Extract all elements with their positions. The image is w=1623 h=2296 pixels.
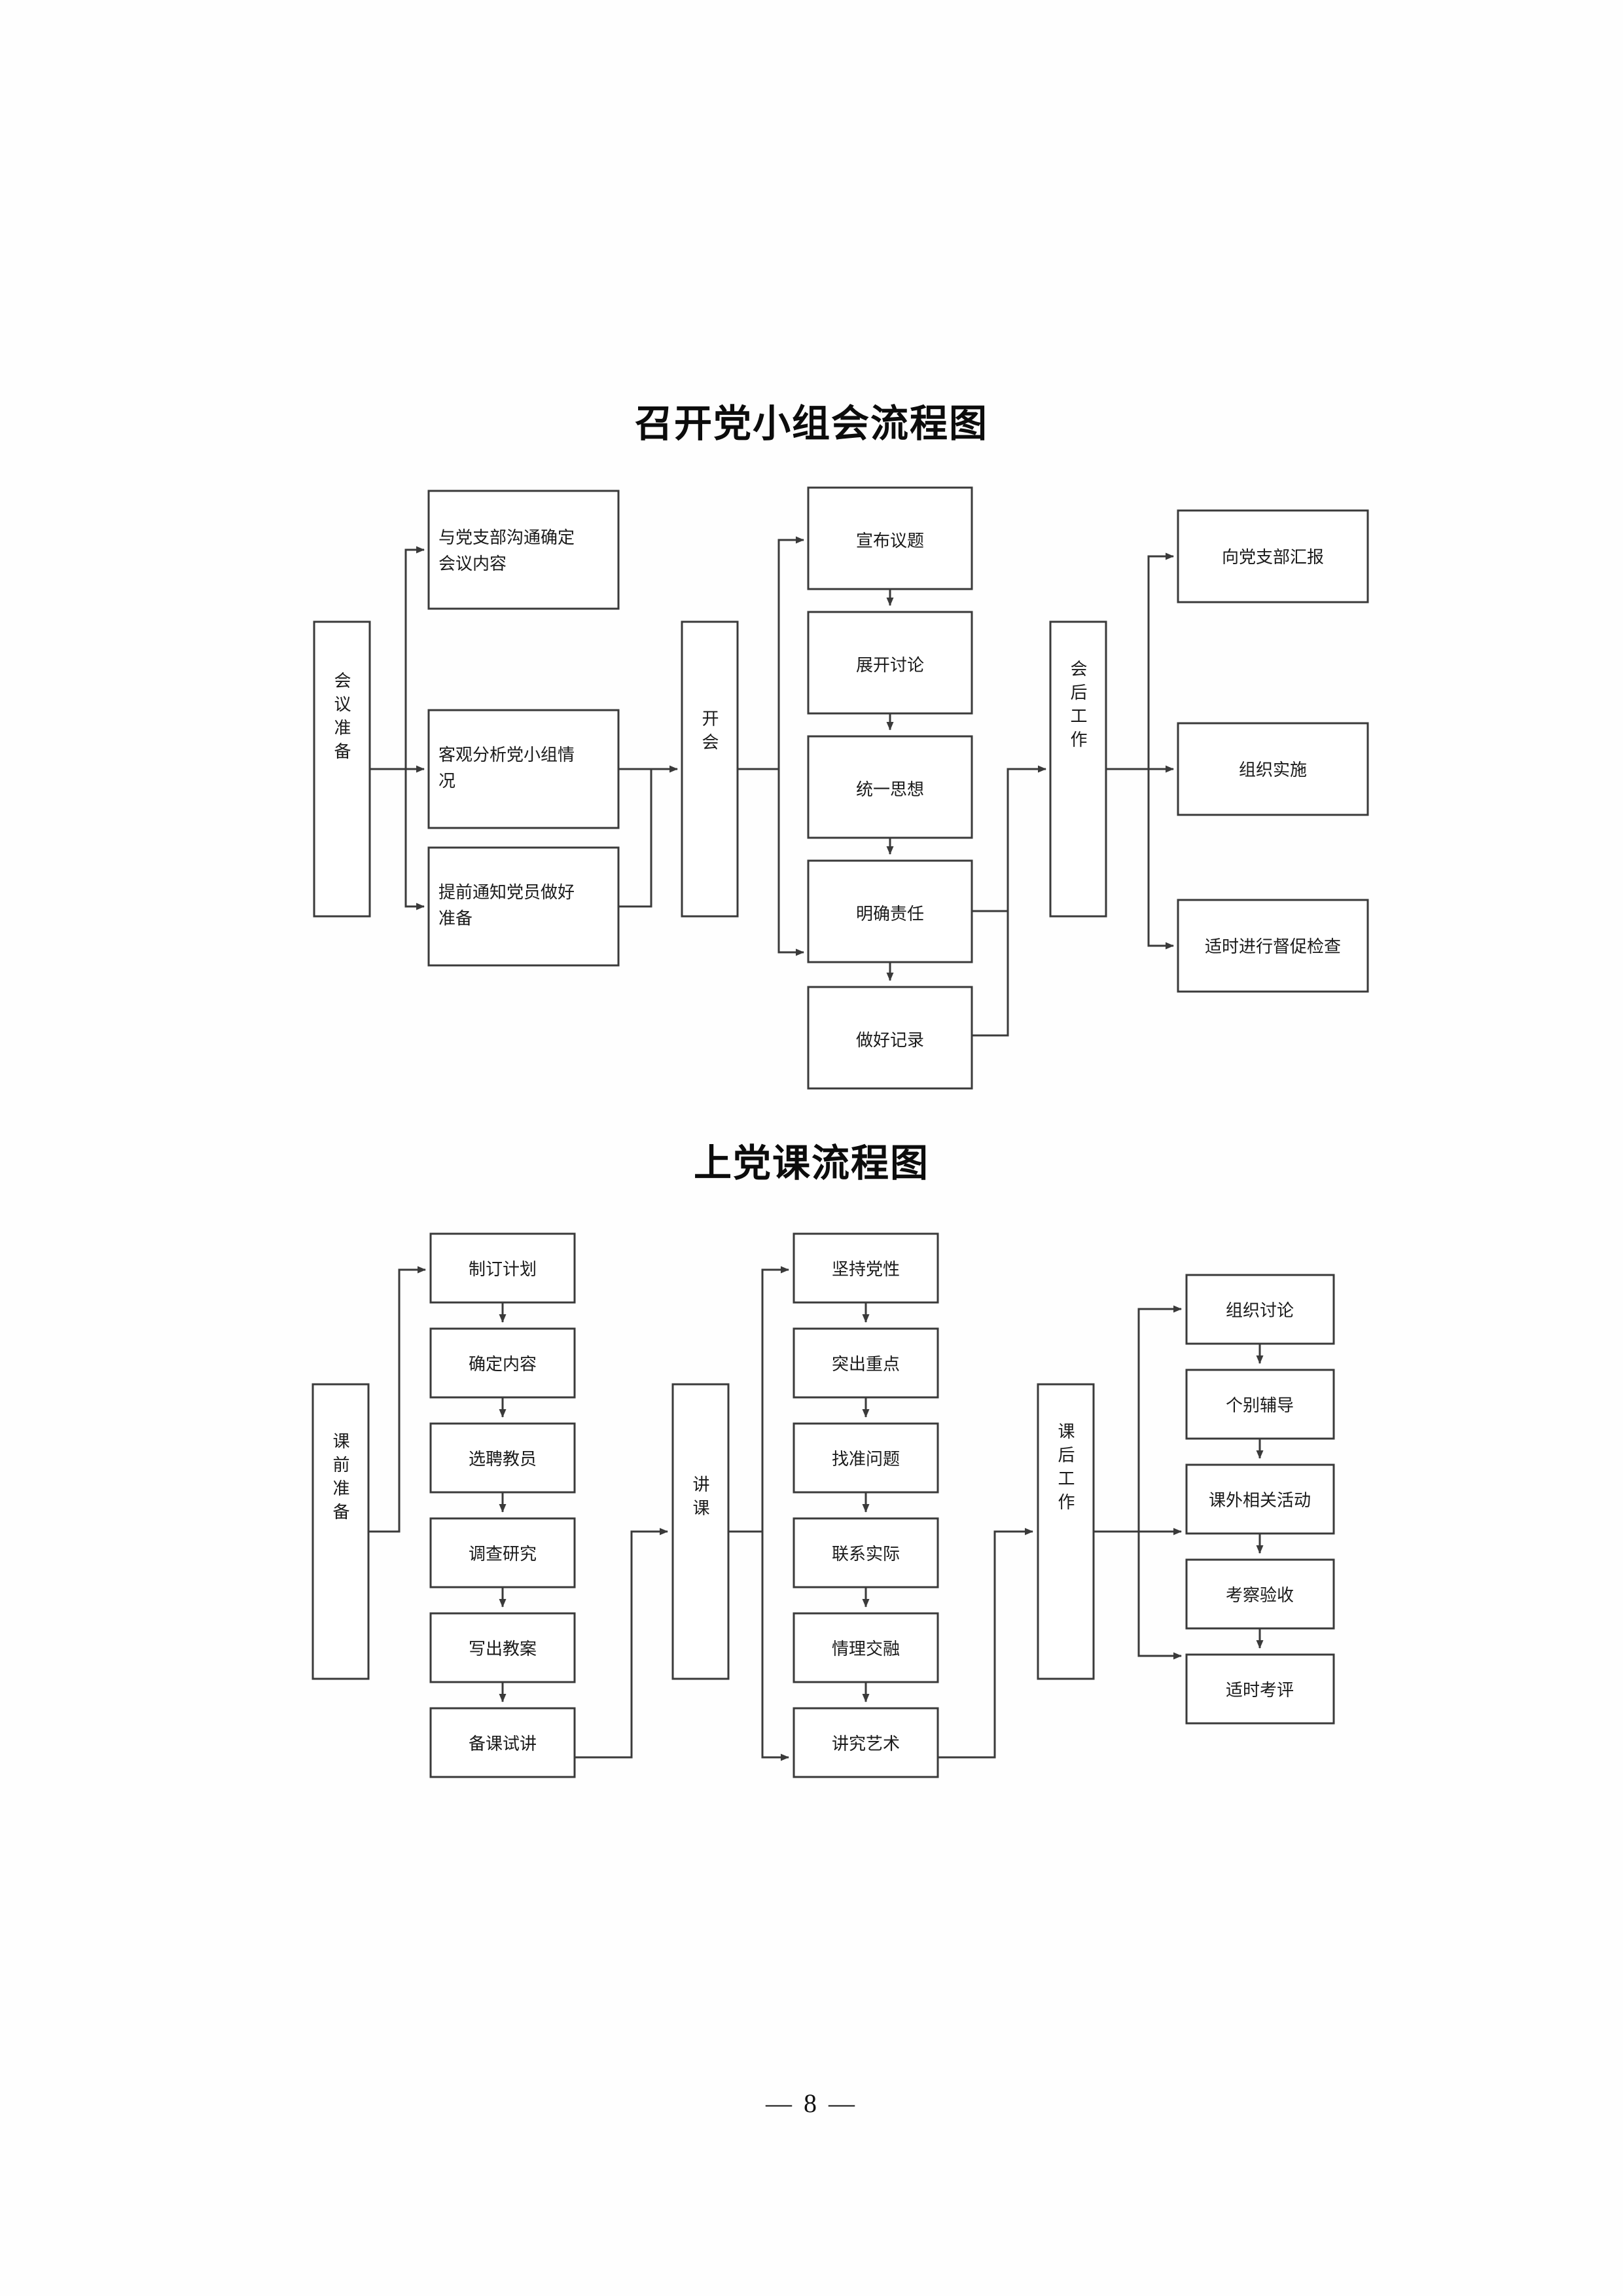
step-box-pay-attention-to-art: [793, 1707, 939, 1778]
connector-post-to-supervise: [1147, 769, 1174, 950]
step-label-timely-supervision: 适时进行督促检查: [1205, 937, 1341, 956]
step-label-uphold-party-spirit: 坚持党性: [832, 1259, 900, 1279]
stage-box-meeting-prep: [313, 620, 371, 918]
step-box-unify-thinking: [807, 735, 973, 839]
stage-box-lecture: [671, 1383, 730, 1680]
stage-box-post-meeting: [1049, 620, 1107, 918]
step-label-analyze-group-l1: 客观分析党小组情: [438, 745, 575, 764]
step-label-highlight-key-points: 突出重点: [832, 1354, 900, 1374]
step-label-select-teacher: 选聘教员: [469, 1449, 537, 1469]
step-box-uphold-party-spirit: [793, 1232, 939, 1304]
flowchart-party-group-meeting: 会议准备 与党支部沟通确定 会议内容 客观分析党小组情 况 提前通知党员做好 准…: [313, 486, 1369, 1090]
step-label-announce-agenda: 宣布议题: [856, 531, 924, 550]
connector-meet-to-record: [777, 769, 804, 956]
step-box-investigate-research: [429, 1517, 576, 1588]
step-label-notify-members-l1: 提前通知党员做好: [438, 882, 575, 902]
step-label-trial-lecture: 备课试讲: [469, 1734, 537, 1753]
step-box-timely-evaluation: [1185, 1653, 1335, 1725]
step-label-link-to-practice: 联系实际: [832, 1544, 900, 1564]
step-box-determine-content: [429, 1327, 576, 1399]
connector-postclass-to-discussion: [1137, 1305, 1182, 1532]
step-box-blend-reason-emotion: [793, 1612, 939, 1683]
connector-record-to-post: [972, 765, 1046, 1037]
step-box-individual-tutoring: [1185, 1369, 1335, 1440]
step-box-notify-members: [427, 846, 620, 967]
step-label-identify-problems: 找准问题: [832, 1449, 900, 1469]
stage-label-hold-meeting: 开会: [700, 709, 719, 757]
step-label-organize-discussion: 组织讨论: [1226, 1300, 1294, 1320]
step-label-keep-record: 做好记录: [856, 1030, 924, 1050]
step-label-write-lesson-plan: 写出教案: [469, 1639, 537, 1659]
step-label-analyze-group-l2: 况: [438, 771, 455, 791]
step-label-report-to-branch: 向党支部汇报: [1222, 547, 1324, 567]
step-label-make-plan: 制订计划: [469, 1259, 537, 1279]
step-label-organize-implementation: 组织实施: [1239, 760, 1307, 780]
step-label-pay-attention-to-art: 讲究艺术: [832, 1734, 900, 1753]
connector-notify-to-meet: [618, 769, 652, 908]
step-label-inspection-acceptance: 考察验收: [1226, 1585, 1294, 1605]
step-label-timely-evaluation: 适时考评: [1226, 1680, 1294, 1700]
step-box-link-to-practice: [793, 1517, 939, 1588]
connector-prep-to-plan: [368, 1266, 426, 1533]
connector-trial-to-lecture: [575, 1528, 668, 1759]
connector-prep-to-step1: [404, 546, 425, 769]
step-box-select-teacher: [429, 1422, 576, 1494]
step-label-individual-tutoring: 个别辅导: [1226, 1395, 1294, 1415]
step-label-blend-reason-emotion: 情理交融: [832, 1639, 900, 1659]
stage-box-pre-class-prep: [312, 1383, 370, 1680]
page-number: — 8 —: [766, 2089, 857, 2118]
connector-lecture-to-party-spirit: [761, 1266, 789, 1532]
step-box-keep-record: [807, 986, 973, 1090]
step-box-analyze-group: [427, 709, 620, 829]
connector-postclass-to-activities: [1137, 1532, 1182, 1660]
stage-label-pre-class-prep: 课前准备: [330, 1432, 350, 1526]
step-label-investigate-research: 调查研究: [469, 1544, 537, 1564]
step-box-report-to-branch: [1177, 509, 1369, 603]
step-box-extracurricular-activities: [1185, 1463, 1335, 1535]
step-box-identify-problems: [793, 1422, 939, 1494]
connector-duty-side-loop: [972, 910, 1009, 1037]
step-label-clarify-duty: 明确责任: [856, 904, 924, 924]
connector-post-to-report: [1147, 552, 1174, 769]
step-box-highlight-key-points: [793, 1327, 939, 1399]
step-label-notify-members-l2: 准备: [438, 908, 473, 928]
connector-lecture-to-art: [761, 1532, 789, 1761]
stage-label-lecture: 讲课: [690, 1475, 710, 1522]
step-box-make-plan: [429, 1232, 576, 1304]
connector-art-to-postclass: [938, 1528, 1033, 1759]
connector-prep-to-step3: [404, 769, 425, 910]
step-label-unify-thinking: 统一思想: [856, 780, 924, 799]
step-box-confirm-content: [427, 490, 620, 610]
step-box-trial-lecture: [429, 1707, 576, 1778]
flowchart-1-title: 召开党小组会流程图: [634, 403, 988, 445]
stage-box-hold-meeting: [681, 620, 739, 918]
step-label-confirm-content-l1: 与党支部沟通确定: [438, 528, 575, 547]
step-label-determine-content: 确定内容: [469, 1354, 537, 1374]
step-label-open-discussion: 展开讨论: [856, 655, 924, 675]
step-box-announce-agenda: [807, 486, 973, 590]
flowchart-2-title: 上党课流程图: [693, 1142, 929, 1185]
step-box-clarify-duty: [807, 859, 973, 963]
stage-label-post-meeting: 会后工作: [1068, 660, 1088, 754]
stage-label-meeting-prep: 会议准备: [332, 672, 351, 766]
stage-box-post-class-work: [1037, 1383, 1095, 1680]
step-box-organize-implementation: [1177, 722, 1369, 816]
stage-label-post-class-work: 课后工作: [1056, 1422, 1075, 1516]
step-box-timely-supervision: [1177, 899, 1369, 993]
connector-meet-to-agenda: [777, 536, 804, 769]
flowchart-party-lecture: 课前准备 制订计划 确定内容 选聘教员 调查研究 写出教案 备课试讲 讲课 坚持…: [312, 1232, 1335, 1778]
step-label-extracurricular-activities: 课外相关活动: [1209, 1490, 1311, 1510]
step-label-confirm-content-l2: 会议内容: [438, 554, 507, 573]
